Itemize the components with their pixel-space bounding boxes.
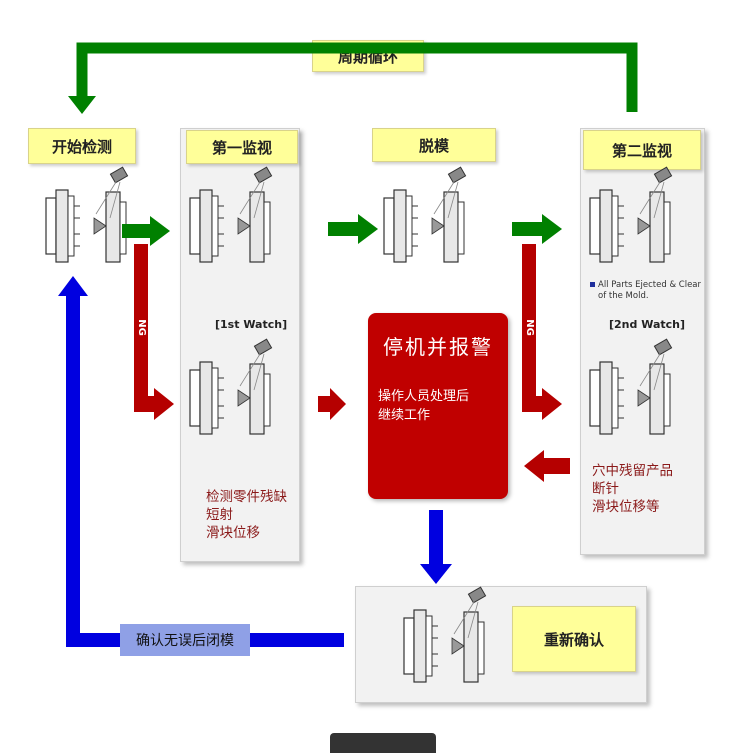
step-second-watch-label: 第二监视 bbox=[583, 130, 701, 170]
step-start-label: 开始检测 bbox=[28, 128, 136, 164]
ng-label-right: NG bbox=[523, 319, 535, 336]
bullet-square-icon bbox=[590, 282, 595, 287]
alarm-box: 停机并报警 操作人员处理后 继续工作 bbox=[368, 313, 508, 499]
first-fault-item: 检测零件残缺 bbox=[206, 489, 287, 505]
second-fault-item: 断针 bbox=[592, 481, 619, 497]
alarm-body-line: 继续工作 bbox=[378, 408, 431, 423]
alarm-title: 停机并报警 bbox=[383, 335, 493, 359]
confirm-close-label: 确认无误后闭模 bbox=[120, 624, 250, 656]
ejected-note: All Parts Ejected & Clear of the Mold. bbox=[590, 280, 701, 302]
first-fault-item: 滑块位移 bbox=[206, 525, 260, 541]
second-fault-item: 穴中残留产品 bbox=[592, 463, 673, 479]
alarm-body: 操作人员处理后 继续工作 bbox=[378, 387, 469, 425]
reconfirm-label: 重新确认 bbox=[512, 606, 636, 672]
first-watch-heading: [1st Watch] bbox=[212, 318, 291, 331]
first-fault-item: 短射 bbox=[206, 507, 233, 523]
scroll-top-tab[interactable] bbox=[330, 733, 436, 753]
ejected-note-line2: of the Mold. bbox=[598, 291, 649, 301]
second-watch-faults: 穴中残留产品 断针 滑块位移等 bbox=[592, 462, 673, 516]
step-first-watch-label: 第一监视 bbox=[186, 130, 298, 164]
ejected-note-line1: All Parts Ejected & Clear bbox=[598, 280, 702, 290]
step-demold-label: 脱模 bbox=[372, 128, 496, 162]
second-fault-item: 滑块位移等 bbox=[592, 499, 660, 515]
alarm-body-line: 操作人员处理后 bbox=[378, 389, 470, 404]
cycle-arrowhead bbox=[68, 96, 96, 114]
panel-demold bbox=[358, 160, 508, 275]
first-watch-faults: 检测零件残缺 短射 滑块位移 bbox=[206, 488, 287, 542]
ng-label-left: NG bbox=[135, 319, 147, 336]
second-watch-heading: [2nd Watch] bbox=[606, 318, 689, 331]
cycle-label: 周期循环 bbox=[312, 40, 424, 72]
